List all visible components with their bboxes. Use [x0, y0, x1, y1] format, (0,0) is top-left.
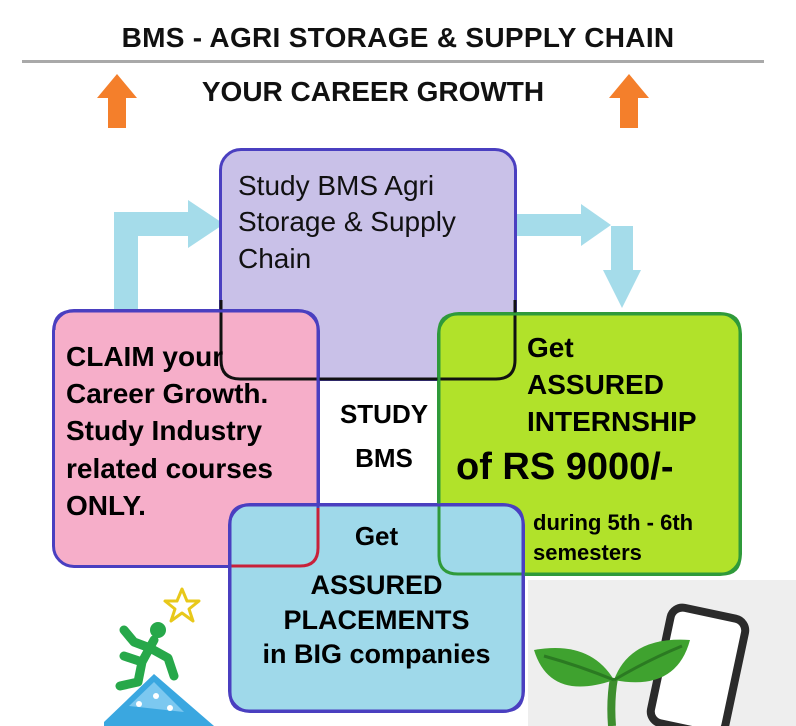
center-label-line2: BMS: [355, 443, 413, 474]
flow-arrow-icon: [114, 200, 224, 312]
runner-icon: [104, 622, 214, 726]
claim-box-text: CLAIM your Career Growth. Study Industry…: [66, 341, 273, 521]
internship-amount: of RS 9000/-: [456, 446, 674, 488]
internship-period-line1: during 5th - 6th: [533, 510, 694, 535]
internship-period: during 5th - 6th semesters: [533, 508, 743, 567]
up-arrow-icon: [97, 74, 137, 128]
up-arrow-icon: [609, 74, 649, 128]
placement-text: ASSURED PLACEMENTS in BIG companies: [228, 568, 525, 672]
internship-line1: Get: [527, 332, 574, 363]
page-subtitle: YOUR CAREER GROWTH: [201, 76, 545, 107]
flow-arrow-icon: [517, 204, 641, 308]
internship-period-line2: semesters: [533, 539, 642, 565]
placement-line4: in BIG companies: [262, 639, 491, 670]
sprout-icon: [534, 639, 690, 726]
placement-line1: Get: [354, 521, 399, 551]
center-label-line1: STUDY: [339, 399, 429, 429]
star-icon: [163, 587, 201, 623]
study-box-text: Study BMS Agri Storage & Supply Chain: [238, 170, 456, 274]
internship-line3: INTERNSHIP: [527, 406, 697, 438]
page-title: BMS - AGRI STORAGE & SUPPLY CHAIN: [121, 22, 675, 53]
placement-line2: ASSURED: [310, 570, 443, 600]
internship-heading: Get ASSURED INTERNSHIP: [527, 329, 742, 441]
internship-line2: ASSURED: [527, 369, 664, 401]
placement-line3: PLACEMENTS: [283, 604, 470, 635]
center-label: STUDY BMS: [322, 392, 446, 480]
title-divider: [22, 60, 764, 63]
